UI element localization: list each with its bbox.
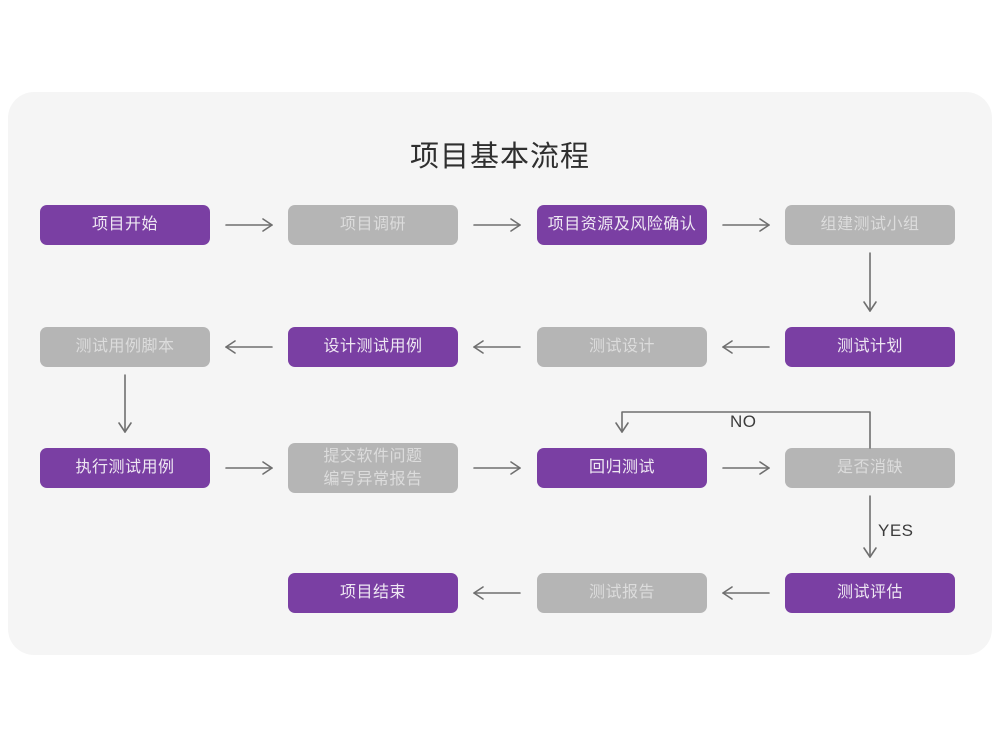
node-test-evaluation[interactable]: 测试评估 <box>785 573 955 613</box>
node-test-case-script[interactable]: 测试用例脚本 <box>40 327 210 367</box>
node-project-research[interactable]: 项目调研 <box>288 205 458 245</box>
diagram-card <box>8 92 992 655</box>
edge-label-yes: YES <box>878 521 914 540</box>
node-submit-issue-report[interactable]: 提交软件问题 编写异常报告 <box>288 443 458 493</box>
edge-label-no: NO <box>730 412 757 431</box>
node-form-test-team[interactable]: 组建测试小组 <box>785 205 955 245</box>
node-project-start[interactable]: 项目开始 <box>40 205 210 245</box>
node-design-test-case[interactable]: 设计测试用例 <box>288 327 458 367</box>
node-regression-test[interactable]: 回归测试 <box>537 448 707 488</box>
node-test-design[interactable]: 测试设计 <box>537 327 707 367</box>
node-defect-resolved-decision[interactable]: 是否消缺 <box>785 448 955 488</box>
node-test-report[interactable]: 测试报告 <box>537 573 707 613</box>
node-execute-test-case[interactable]: 执行测试用例 <box>40 448 210 488</box>
node-test-plan[interactable]: 测试计划 <box>785 327 955 367</box>
page-title: 项目基本流程 <box>409 141 590 173</box>
node-project-end[interactable]: 项目结束 <box>288 573 458 613</box>
node-resource-risk-confirm[interactable]: 项目资源及风险确认 <box>537 205 707 245</box>
